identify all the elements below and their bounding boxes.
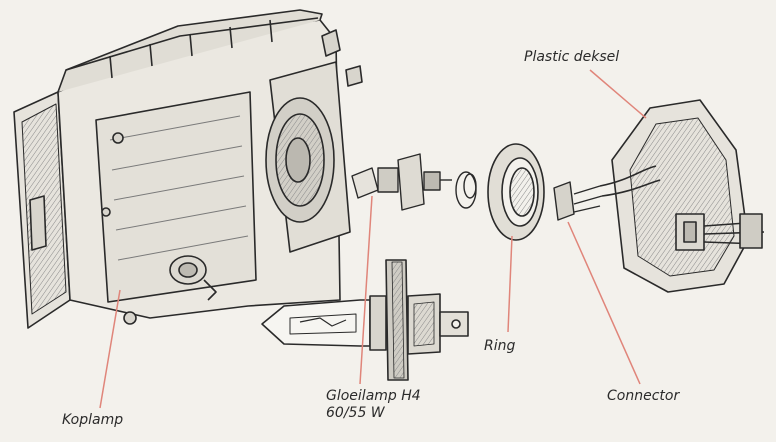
retaining-ring: [487, 143, 545, 241]
leader-koplamp: [99, 289, 121, 409]
connector-plug: [553, 181, 603, 221]
leader-lines: [99, 69, 647, 409]
label-gloeilamp-line1: Gloeilamp H4: [326, 388, 421, 404]
spring-clip: [455, 171, 477, 209]
label-gloeilamp-line2: 60/55 W: [326, 405, 385, 421]
plastic-cover: [599, 99, 765, 293]
leader-gloeilamp: [359, 195, 373, 385]
label-connector: Connector: [607, 388, 680, 404]
headlamp-housing: [13, 9, 363, 329]
h4-bulb-detail: [261, 259, 469, 381]
h4-bulb-small: [351, 153, 452, 211]
leader-ring: [507, 235, 513, 333]
leader-plastic-deksel: [589, 69, 647, 119]
label-gloeilamp: Gloeilamp H4 60/55 W: [326, 388, 421, 422]
label-plastic-deksel: Plastic deksel: [524, 49, 620, 65]
label-ring: Ring: [484, 338, 516, 354]
label-koplamp: Koplamp: [62, 412, 124, 428]
leader-connector: [567, 221, 641, 385]
